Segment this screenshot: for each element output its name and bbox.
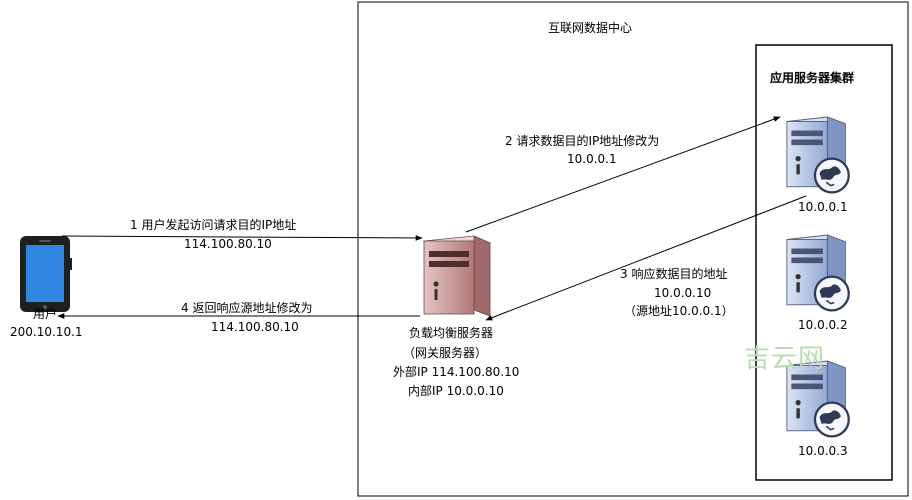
user-label: 用户: [33, 307, 58, 321]
step-4-ip: 114.100.80.10: [211, 320, 299, 334]
cluster-title: 应用服务器集群: [770, 71, 855, 85]
load-balancer-server-icon: [422, 235, 492, 317]
step-3-source: （源地址10.0.0.1）: [624, 304, 734, 318]
user-ip: 200.10.10.1: [10, 325, 83, 339]
load-balancer-internal-ip: 内部IP 10.0.0.10: [408, 384, 504, 398]
arrow-step-1: [61, 235, 423, 241]
step-3-text: 3 响应数据目的地址: [620, 267, 728, 281]
step-3-ip: 10.0.0.10: [654, 286, 712, 300]
step-2-ip: 10.0.0.1: [567, 152, 617, 166]
step-2-text: 2 请求数据目的IP地址修改为: [505, 134, 660, 148]
load-balancer-role: （网关服务器）: [403, 346, 488, 360]
load-balancer-external-ip: 外部IP 114.100.80.10: [393, 365, 520, 379]
step-1-text: 1 用户发起访问请求目的IP地址: [130, 218, 297, 232]
server-icon: [785, 233, 850, 312]
watermark-logo: 吉云网: [744, 344, 826, 374]
server-3-ip: 10.0.0.3: [798, 444, 848, 458]
load-balancer-name: 负载均衡服务器: [409, 326, 494, 340]
server-1-ip: 10.0.0.1: [798, 200, 848, 214]
arrow-step-2: [465, 116, 781, 233]
server-2-ip: 10.0.0.2: [798, 318, 848, 332]
cluster-frame: [755, 44, 893, 481]
datacenter-title: 互联网数据中心: [548, 21, 633, 35]
step-1-ip: 114.100.80.10: [184, 237, 272, 251]
datacenter-frame: [357, 1, 909, 497]
step-4-text: 4 返回响应源地址修改为: [181, 301, 313, 315]
phone-icon: [20, 236, 72, 312]
server-icon: [785, 115, 850, 194]
arrow-step-3: [485, 195, 807, 321]
